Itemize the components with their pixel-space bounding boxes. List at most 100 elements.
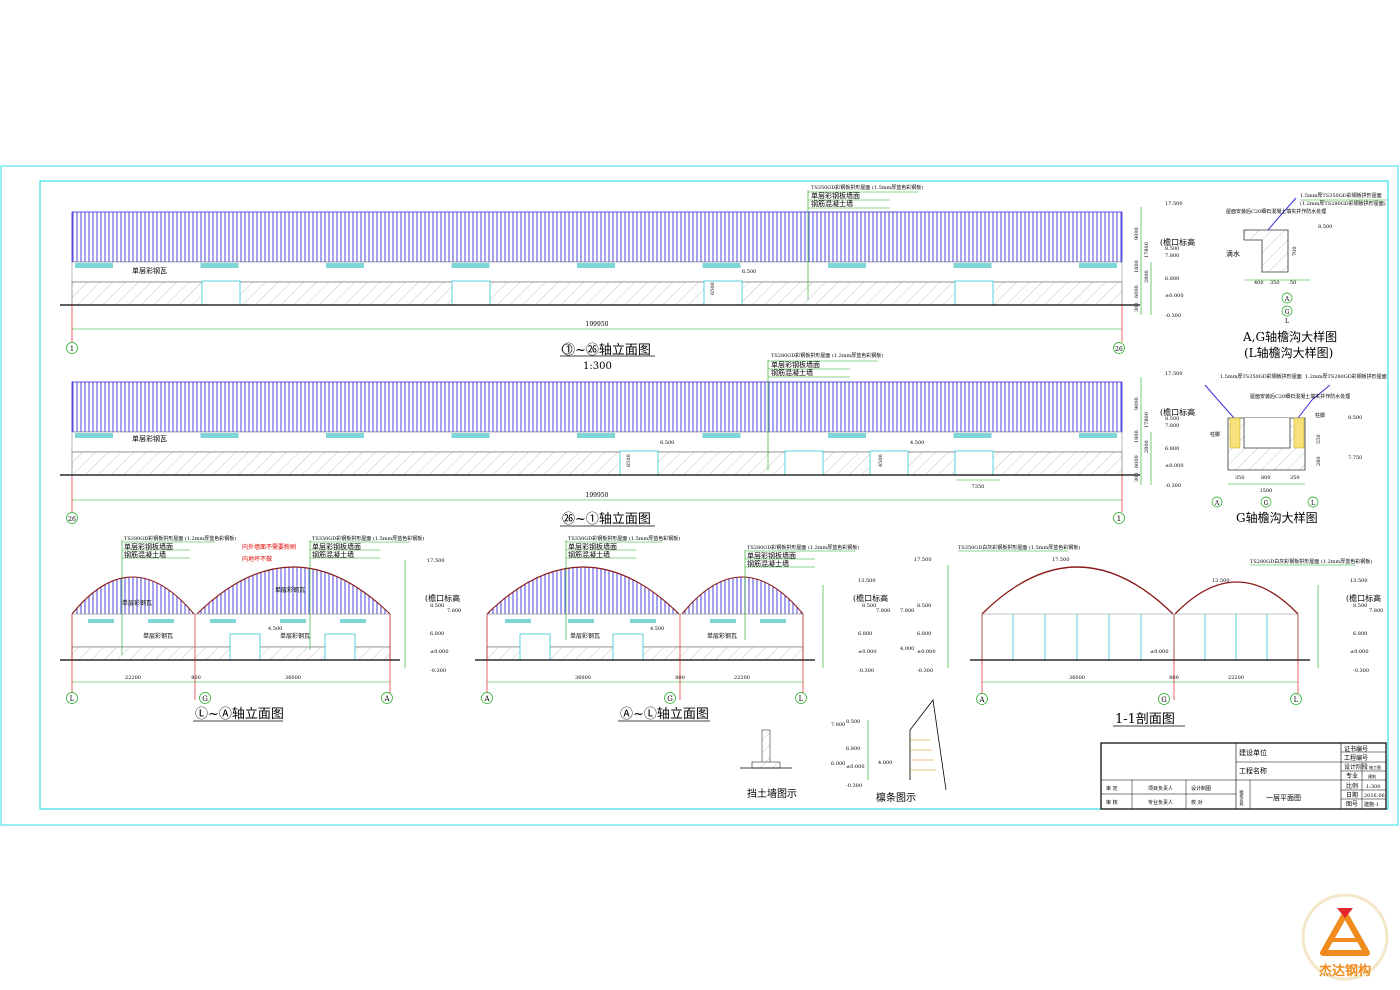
roof-sheet [1204,384,1235,419]
level: 6.800 [1165,446,1179,452]
level: 8.500 [862,603,876,609]
axis-label: G [202,695,208,703]
elevation-scale: 1:300 [583,361,612,372]
door [784,450,824,476]
note: (1.2mm厚TS280GD彩钢板拱形屋面) [1300,200,1386,207]
eave-label: (檐口标高 [1160,237,1195,247]
tb-design-stage: 设计阶段 [1344,763,1368,771]
level: 7.750 [1348,455,1362,461]
axis-bubble [664,692,676,704]
dim-v: 9000 [1134,397,1140,410]
elevation-title: ㉖~①轴立面图 [562,512,651,527]
level: 13.500 [1212,578,1230,584]
level: 8.500 [1348,415,1362,421]
window [210,619,236,623]
axis-label: L [1294,696,1299,704]
tb-drawing-no-value: 建施-1 [1364,801,1379,808]
column-cap [1229,417,1241,449]
note: 屋面安装后C20细石混凝土填实并作防水处理 [1250,393,1350,400]
tb-project-no: 工程编号 [1344,754,1368,762]
level: -0.300 [430,668,446,674]
callout-wall: 单层彩钢板墙面 [568,542,617,551]
callout-roof: TS350GD彩钢板拱形屋面 (1.5mm厚蓝色彩钢板) [312,535,424,542]
level: -0.300 [858,668,874,674]
window [702,433,741,438]
level-marks: 17.500 8.500 7.800 6.800 ±0.000 -0.300 [1165,371,1184,489]
level: ±0.000 [1350,649,1369,655]
level: 6.800 [1353,631,1367,637]
arch-roof [196,566,391,615]
window [148,619,174,623]
tb-cert-no: 证书编号 [1344,745,1368,753]
axis-label: 26 [1115,346,1123,353]
window [326,433,364,438]
axis-bubble [1211,496,1223,508]
axis-bubble [976,693,988,705]
detail-title: A,G轴檐沟大样图 [1242,329,1337,344]
dim: 36000 [575,675,591,681]
level-marks-right: 13.500 8.500 7.800 6.800 ±0.000 -0.300 [1350,578,1383,674]
callout-wall: 单层彩钢板墙面 [771,360,820,369]
level: 7.800 [1165,253,1179,259]
company-logo: 杰达钢构 [1301,893,1389,981]
level: 8.500 [1318,224,1332,230]
eave-label: (檐口标高 [853,593,888,603]
section-1-1: 36000 800 22200 A G L TS350GD白灰彩钢板拱形屋面 (… [900,544,1383,727]
level: 6.800 [430,631,444,637]
eave-label: (檐口标高 [1346,593,1381,603]
door-height: 6500 [710,282,716,295]
axis-label: A [1214,500,1220,507]
window [953,433,992,438]
gutter-channel [1243,418,1291,449]
callout-roof: TS350GD彩钢板拱形屋面 (1.5mm厚蓝色彩钢板) [568,535,680,542]
wall-label: 单层彩钢瓦 [570,632,600,640]
door-height: 4500 [878,454,884,467]
tb-date: 日期 [1346,791,1358,799]
window [828,263,866,268]
window [577,263,615,268]
dim: 22200 [1228,675,1244,681]
level-marks: 17.500 8.500 7.800 6.800 ±0.000 -0.300 [427,558,461,674]
level: 17.500 [914,557,932,563]
callout-wall: 单层彩钢板墙面 [124,542,173,551]
axis-bubble [1158,693,1170,705]
tb-specialty: 专业 [1346,772,1358,780]
axis-label: G [1161,696,1167,704]
window [630,619,656,623]
window [200,263,239,268]
dim-v: 2800 [1144,270,1150,283]
logo-triangle [1320,911,1370,956]
sheet-outer-frame [0,165,1399,826]
level: -0.300 [917,668,933,674]
arch-roof [71,576,195,615]
level: 6.800 [846,746,860,752]
level: 8.500 [1165,416,1179,422]
level: 13.500 [1350,578,1368,584]
axis-label: 1 [1117,515,1121,523]
door [869,450,909,476]
dim-v: 6000 [1134,455,1140,468]
note: 1.5mm厚TS350GD彩钢板拱形屋面 [1300,192,1382,199]
dim-v: 6000 [1134,285,1140,298]
logo-gem [1337,908,1353,918]
elevation-title: Ⓛ~Ⓐ轴立面图 [195,707,284,722]
axis-bubble [561,343,573,355]
tb-build-unit: 建设单位 [1239,748,1267,757]
dim: 800 [1261,475,1271,481]
callout-roof: TS350GD彩钢板拱形屋面 (1.5mm厚蓝色彩钢板) [811,184,923,191]
tb-spec-lead: 专业负责人 [1148,799,1173,806]
level-marks: 17.500 8.500 7.800 6.800 ±0.000 -0.300 [1165,201,1184,319]
level: 8.500 [846,719,860,725]
side-elevation-2: 36000 800 22200 A G L TS350GD彩钢板拱形屋面 (1.… [475,535,890,722]
tb-drawing-no: 图号 [1346,801,1358,808]
detail-ag-gutter: 1.5mm厚TS350GD彩钢板拱形屋面 (1.2mm厚TS280GD彩钢板拱形… [1226,192,1388,360]
axis-label: 1 [70,345,74,353]
level: 7.800 [447,608,461,614]
detail-g-gutter: 1.5mm厚TS350GD彩钢板拱形屋面 1.2mm厚TS280GD彩钢板拱形屋… [1204,373,1387,525]
detail-label: 檩条图示 [876,791,916,804]
level: 7.800 [876,608,890,614]
axis-label: G [1264,500,1269,507]
door-level: 4.500 [650,626,664,632]
dim: 36000 [1069,675,1085,681]
axis-label: L [799,695,804,703]
